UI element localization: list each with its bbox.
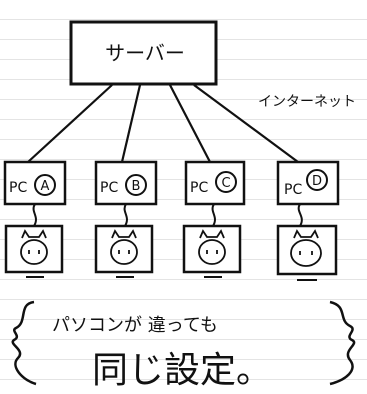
caption-line-2: 同じ設定。 — [92, 350, 272, 391]
circled-marker — [306, 169, 328, 191]
server-box — [69, 20, 218, 86]
pc-box — [184, 160, 246, 206]
pc-node-b: PC B — [94, 160, 158, 278]
server-label: サーバー — [105, 41, 185, 65]
internet-label: インターネット — [258, 94, 356, 110]
link-line-d — [193, 84, 299, 163]
face-icon — [290, 229, 322, 267]
pc-node-c: PC C — [182, 160, 246, 278]
pc-label: PC — [9, 180, 27, 196]
circled-marker — [215, 171, 237, 193]
pc-marker-letter: C — [221, 176, 230, 191]
monitor-cable — [211, 203, 216, 227]
link-line-c — [169, 84, 211, 163]
face-icon — [20, 229, 48, 265]
pc-label: PC — [284, 182, 302, 198]
circled-marker — [125, 174, 147, 196]
caption-line-1: パソコンが 違っても — [52, 315, 218, 336]
pc-marker-letter: A — [41, 179, 50, 194]
monitor-screen — [4, 224, 64, 274]
monitor-cable — [32, 203, 37, 227]
circled-marker — [34, 174, 56, 196]
pc-marker-letter: D — [312, 174, 322, 189]
link-line-b — [120, 84, 142, 163]
monitor-screen — [276, 224, 338, 276]
pc-node-d: PC D — [276, 160, 340, 281]
face-icon — [198, 229, 226, 265]
left-curly-brace — [11, 300, 37, 386]
pc-label: PC — [100, 180, 118, 196]
monitor-cable — [123, 203, 128, 227]
monitor-screen — [182, 224, 242, 274]
monitor-cable — [297, 203, 303, 227]
pc-label: PC — [190, 180, 208, 196]
server-node: サーバー — [69, 20, 218, 86]
right-curly-brace — [329, 300, 356, 386]
network-links — [27, 84, 299, 163]
pc-node-a: PC A — [3, 160, 67, 278]
pc-marker-letter: B — [132, 179, 141, 194]
link-line-a — [27, 84, 113, 163]
face-icon — [110, 229, 138, 265]
monitor-screen — [94, 224, 154, 274]
